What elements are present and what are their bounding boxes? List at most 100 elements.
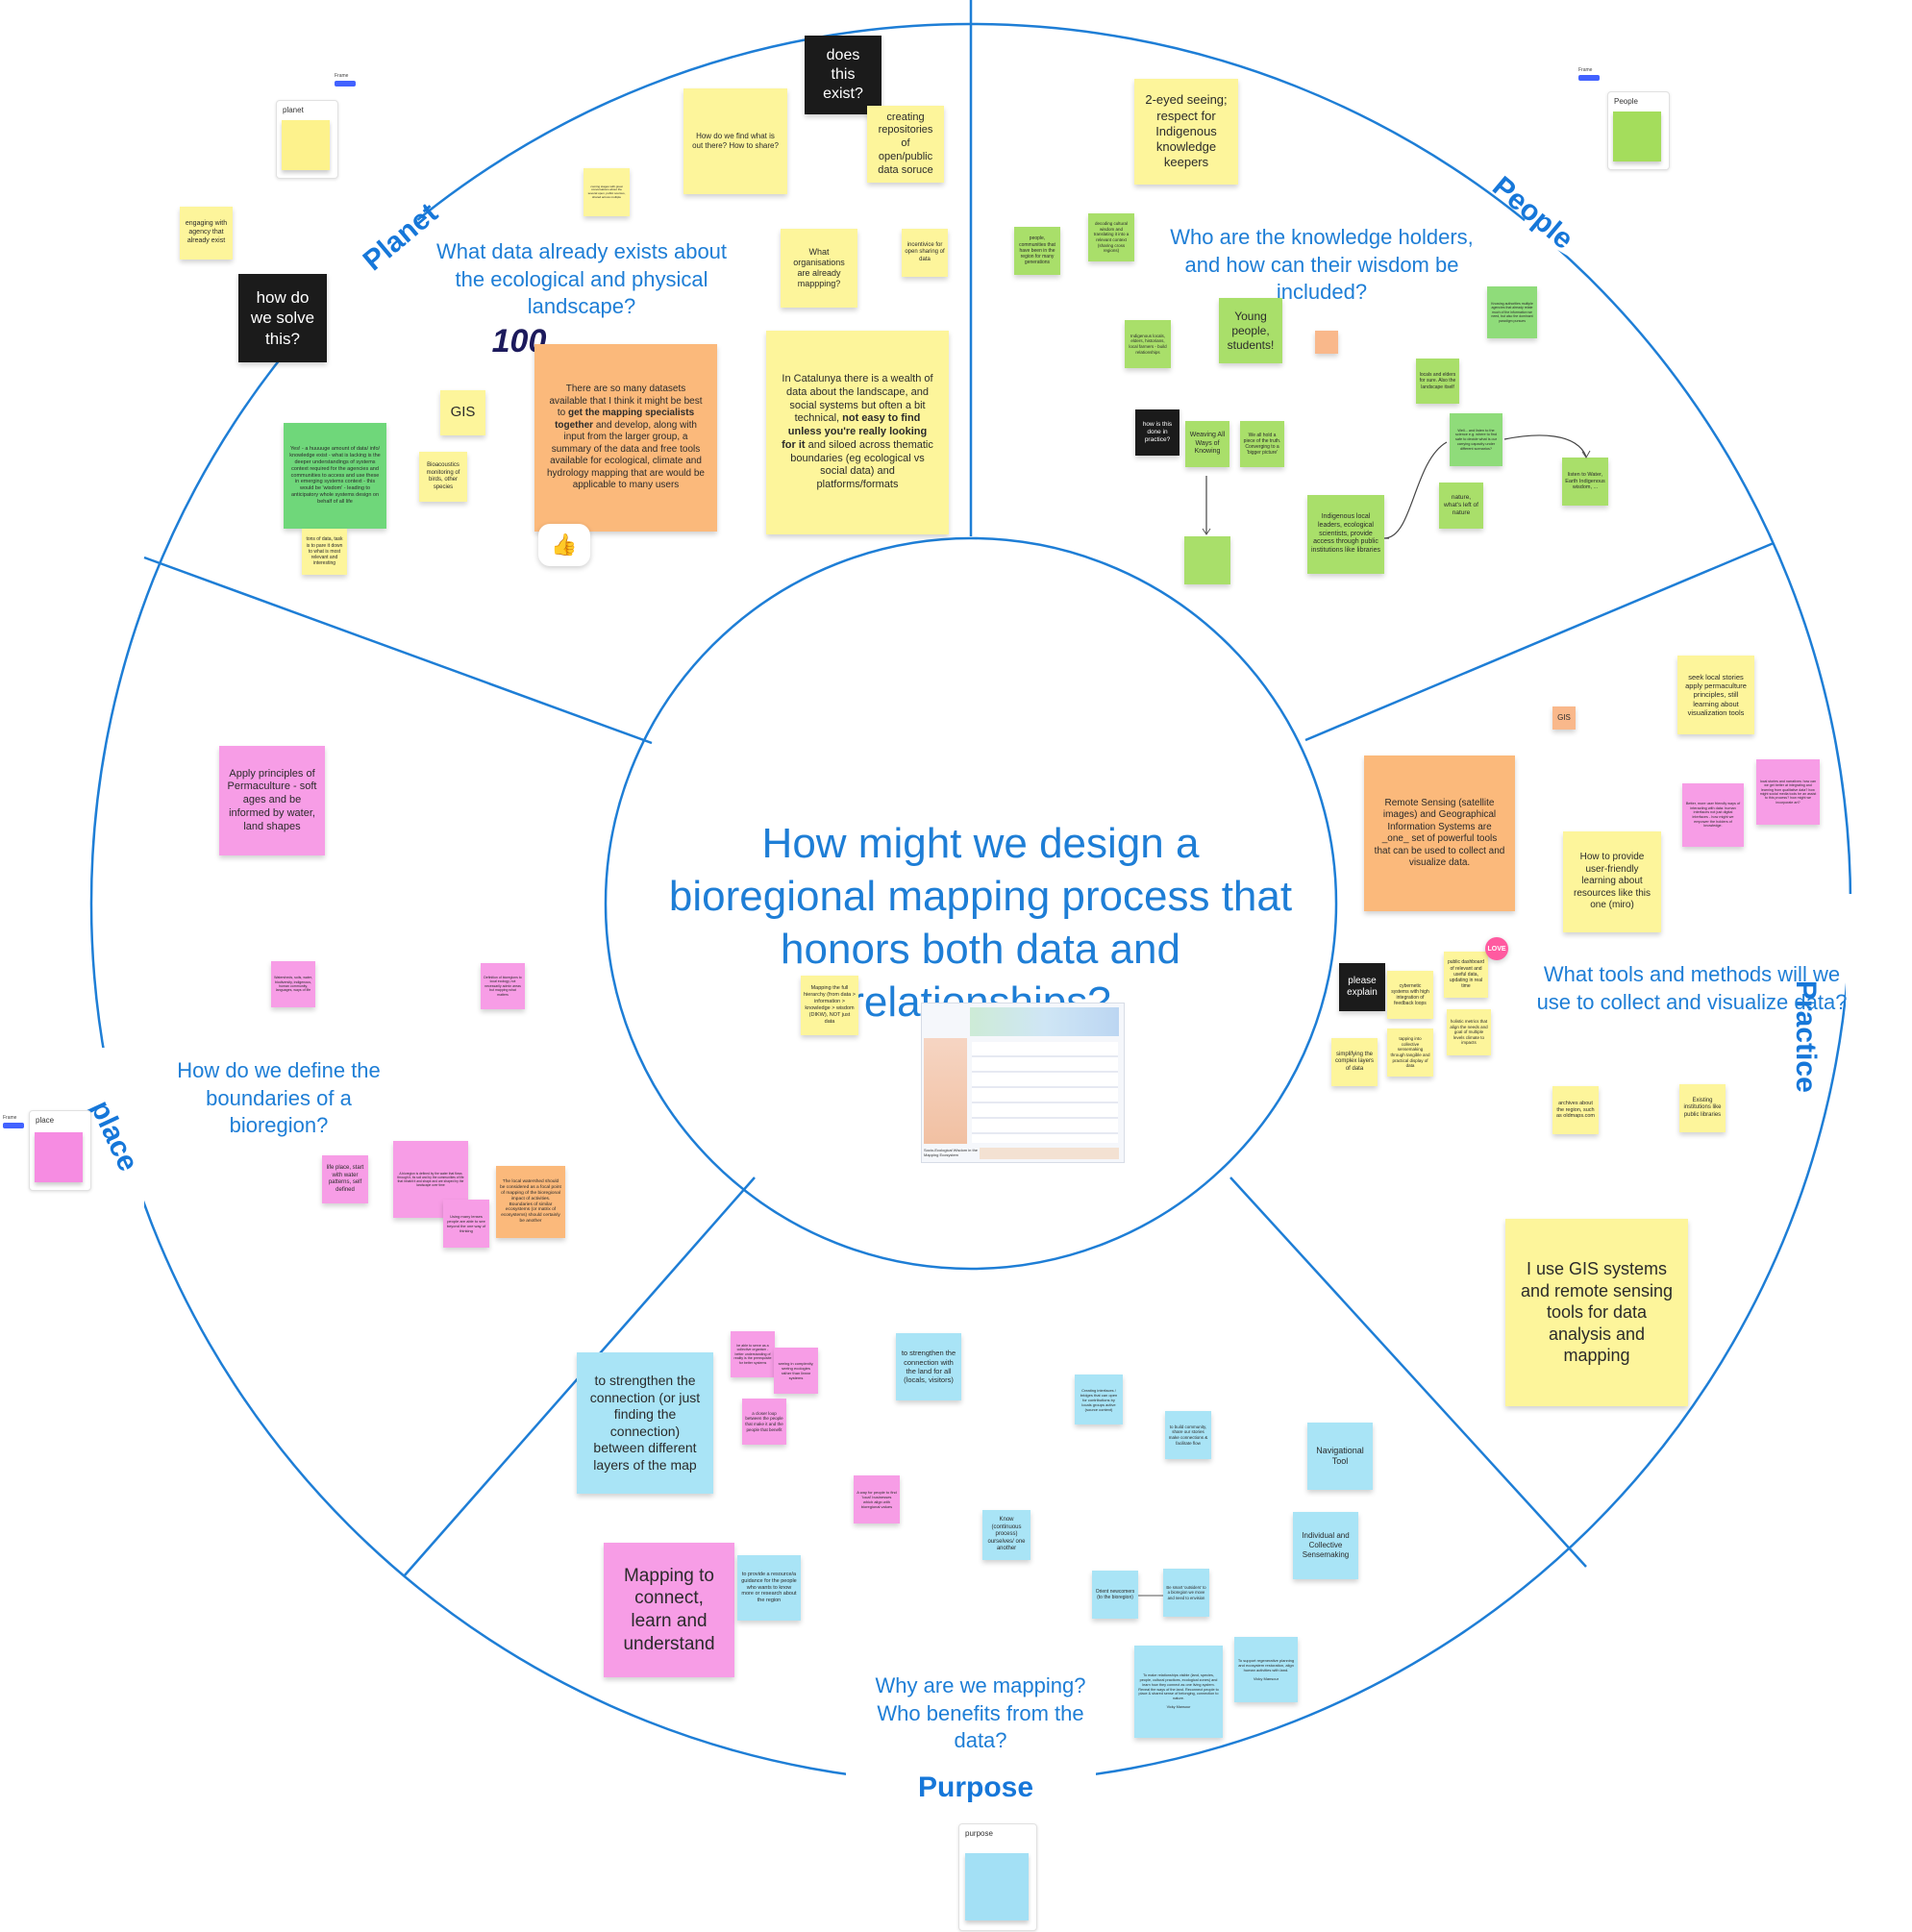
sticky-make-relationships[interactable]: To make relationships visible (land, spe… <box>1134 1646 1223 1738</box>
sticky-incentivize[interactable]: incentivice for open sharing of data <box>902 229 948 277</box>
sticky-locals-elders[interactable]: locals and elders for sure. Also the lan… <box>1416 359 1459 404</box>
sticky-better-user[interactable]: Better, more user friendly ways of inter… <box>1682 783 1744 847</box>
sticky-two-eyed[interactable]: 2-eyed seeing; respect for Indigenous kn… <box>1134 79 1238 185</box>
sticky-bioacoustics[interactable]: Bioacoustics monitoring of birds, other … <box>419 452 467 502</box>
sticky-catalunya[interactable]: In Catalunya there is a wealth of data a… <box>766 331 949 534</box>
sticky-gis-small[interactable]: GIS <box>1552 706 1576 730</box>
sticky-mapping-connect[interactable]: Mapping to connect, learn and understand <box>604 1543 734 1677</box>
sticky-knowing-authorities[interactable]: Knowing authorities multiple agencies th… <box>1487 286 1537 338</box>
sticky-what-orgs[interactable]: What organisations are already mappping? <box>781 229 857 308</box>
diagram-grid <box>972 1042 1118 1143</box>
start-button[interactable] <box>335 81 356 87</box>
sticky-existing-institutions[interactable]: Existing institutions like public librar… <box>1679 1084 1726 1132</box>
sticky-individual-collective[interactable]: Individual and Collective Sensemaking <box>1293 1512 1358 1579</box>
sticky-indigenous-leaders[interactable]: Indigenous local leaders, ecological sci… <box>1307 495 1384 574</box>
sticky-tons-data[interactable]: tons of data, task is to pare it down to… <box>302 529 347 575</box>
sticky-find-share[interactable]: How do we find what is out there? How to… <box>683 88 787 194</box>
sticky-closer-loop[interactable]: a closer loop between the people that ma… <box>742 1399 786 1445</box>
sticky-people-communities[interactable]: people, communities that have been in th… <box>1014 227 1060 275</box>
sticky-small-planet[interactable]: coming stages with great conversations a… <box>584 168 630 216</box>
sticky-apply-permaculture[interactable]: Apply principles of Permaculture - soft … <box>219 746 325 855</box>
sticky-listen-science[interactable]: Well... and listen to the science e.g. w… <box>1450 413 1502 466</box>
sticky-empty-green[interactable] <box>1184 536 1230 584</box>
mini-frame-people[interactable]: Frame <box>1578 67 1600 81</box>
sticky-cybernetic[interactable]: cybernetic systems with high integration… <box>1387 971 1433 1019</box>
sticky-local-watershed[interactable]: The local watershed should be considered… <box>496 1166 565 1238</box>
sticky-be-smart[interactable]: Be smart 'outsiders' to a bioregion we m… <box>1163 1569 1209 1617</box>
sticky-life-place[interactable]: life place, start with water patterns, s… <box>322 1155 368 1203</box>
sticky-please-explain[interactable]: please explain <box>1339 963 1385 1011</box>
sticky-engaging[interactable]: engaging with agency that already exist <box>180 207 233 260</box>
dikw-diagram-image[interactable]: Socio-Ecological Wisdom in the Mapping E… <box>921 1003 1125 1163</box>
sticky-how-practice[interactable]: how is this done in practice? <box>1135 409 1179 456</box>
sticky-mapping-full[interactable]: Mapping the full hierarchy (from data > … <box>801 976 858 1035</box>
sticky-provide-resource[interactable]: to provide a resource/a guidance for the… <box>737 1555 801 1621</box>
sticky-huuuuge[interactable]: Yes! - a huuuuge amount of data/ info/ k… <box>284 423 386 529</box>
mini-frame-label: Frame <box>3 1115 17 1121</box>
sticky-using-many[interactable]: Using many lenses people are able to see… <box>443 1200 489 1248</box>
sticky-empty-orange[interactable] <box>1315 331 1338 354</box>
sticky-orient-newcomers[interactable]: Orient newcomers (to the bioregion) <box>1092 1571 1138 1619</box>
sticky-support-regenerative[interactable]: To support regenerative planning and eco… <box>1234 1637 1298 1702</box>
sticky-public-dashboard[interactable]: public dashboard of relevant and useful … <box>1444 952 1488 998</box>
sticky-decoding[interactable]: decoding cultural wisdom and translating… <box>1088 213 1134 261</box>
text-bold: not easy to find unless you're really lo… <box>782 412 928 451</box>
sticky-preview <box>282 120 330 170</box>
sticky-young-people[interactable]: Young people, students! <box>1219 298 1282 363</box>
sticky-strengthen-layers[interactable]: to strengthen the connection (or just fi… <box>577 1352 713 1494</box>
gap-right <box>1846 894 1912 1125</box>
sticky-navigational-tool[interactable]: Navigational Tool <box>1307 1423 1373 1490</box>
sticky-seek-stories[interactable]: seek local stories apply permaculture pr… <box>1677 656 1754 734</box>
sticky-does-this-exist[interactable]: does this exist? <box>805 36 882 114</box>
sticky-weaving[interactable]: Weaving All Ways of Knowing <box>1185 421 1229 467</box>
question-practice: What tools and methods will we use to co… <box>1536 962 1848 1014</box>
sticky-so-many-datasets[interactable]: There are so many datasets available tha… <box>534 344 717 532</box>
text-pre: There are so many datasets available tha… <box>549 384 703 419</box>
frame-card-planet[interactable]: planet <box>276 100 338 179</box>
mini-frame-planet[interactable]: Frame <box>335 73 356 87</box>
sticky-listen-water[interactable]: listen to Water, Earth Indigenous wisdom… <box>1562 458 1608 506</box>
sticky-creating-interfaces[interactable]: Creating interfaces / bridges that can o… <box>1075 1375 1123 1424</box>
sticky-we-all-hold[interactable]: We all hold a piece of the truth. Conver… <box>1240 421 1284 467</box>
sticky-definition-bio[interactable]: Definition of bioregions to local ecolog… <box>481 963 525 1009</box>
mini-frame-place[interactable]: Frame <box>3 1115 24 1128</box>
sticky-creating-repos[interactable]: creating repositories of open/public dat… <box>867 106 944 183</box>
sticky-how-provide[interactable]: How to provide user-friendly learning ab… <box>1563 831 1661 932</box>
sticky-strengthen-land[interactable]: to strengthen the connection with the la… <box>896 1333 961 1400</box>
text-bold: get the mapping specialists together <box>555 408 695 431</box>
sticky-local-stories[interactable]: local stories and narratives: how can we… <box>1756 759 1820 825</box>
sticky-watersheds[interactable]: Watersheds, soils, water, biodiversity, … <box>271 961 315 1007</box>
sticky-i-use-gis[interactable]: I use GIS systems and remote sensing too… <box>1505 1219 1688 1406</box>
sticky-gis[interactable]: GIS <box>440 390 485 435</box>
frame-card-label: People <box>1614 97 1638 106</box>
frame-card-people[interactable]: People <box>1607 91 1670 170</box>
segment-label-purpose: Purpose <box>918 1771 1034 1803</box>
sticky-holistic-metrics[interactable]: holistic metrics that align the needs an… <box>1447 1009 1491 1055</box>
sticky-simplifying[interactable]: simplifying the complex layers of data <box>1331 1038 1378 1086</box>
sticky-how-solve[interactable]: how do we solve this? <box>238 274 327 362</box>
sticky-tapping[interactable]: tapping into collective sensemaking thro… <box>1387 1028 1433 1077</box>
sticky-nature-left[interactable]: nature, what's left of nature <box>1439 483 1483 529</box>
start-button[interactable] <box>3 1123 24 1128</box>
diagram-footer-band <box>980 1148 1119 1159</box>
frame-card-purpose[interactable]: purpose <box>958 1823 1037 1931</box>
love-sticker-icon: LOVE <box>1485 937 1508 960</box>
sticky-archives[interactable]: archives about the region, such as oldma… <box>1552 1086 1599 1134</box>
sticky-indigenous-locals[interactable]: Indigenous locals, elders, historians, l… <box>1125 320 1171 368</box>
sticky-remote-sensing[interactable]: Remote Sensing (satellite images) and Ge… <box>1364 755 1515 911</box>
thumbs-up-reaction[interactable]: 👍 <box>538 524 590 566</box>
question-place: How do we define the boundaries of a bio… <box>177 1058 381 1138</box>
start-button[interactable] <box>1578 75 1600 81</box>
question-planet: What data already exists about the ecolo… <box>435 239 728 319</box>
sticky-seeing-complexity[interactable]: seeing in complexity, seeing ecologies r… <box>774 1348 818 1394</box>
sticky-know-ourselves[interactable]: Know (continuous process) ourselves/ one… <box>982 1510 1030 1560</box>
note-text: To support regenerative planning and eco… <box>1237 1658 1295 1672</box>
sticky-build-community[interactable]: to build community, share our stories ma… <box>1165 1411 1211 1459</box>
sticky-way-for-people[interactable]: A way for people to find 'local' busines… <box>854 1475 900 1523</box>
sticky-be-able-serve[interactable]: be able to serve as a collective organis… <box>731 1331 775 1377</box>
arrow-listen-right <box>1503 434 1587 458</box>
frame-card-label: planet <box>283 106 304 114</box>
sticky-preview <box>965 1853 1029 1920</box>
frame-card-place[interactable]: place <box>29 1110 91 1191</box>
